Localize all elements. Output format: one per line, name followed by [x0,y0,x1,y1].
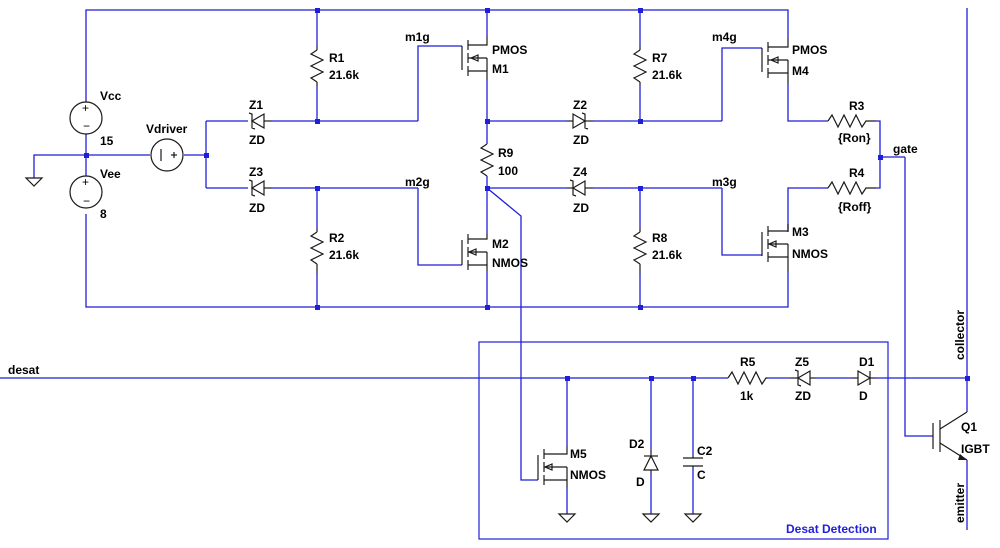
mosfet-m4[interactable] [761,38,789,84]
vee-name: Vee [100,167,121,181]
r3-name: R3 [849,99,865,113]
ground-symbols [24,177,703,523]
d2-value: D [636,475,645,489]
resistor-r3[interactable] [827,113,876,129]
r5-value: 1k [740,389,754,403]
vdriver-source[interactable] [150,138,184,172]
r2-value: 21.6k [329,248,359,262]
r8-value: 21.6k [652,248,682,262]
mosfet-m1[interactable] [461,36,488,80]
vcc-name: Vcc [100,89,122,103]
r7-name: R7 [652,51,668,65]
r8-name: R8 [652,231,668,245]
svg-text:+: + [82,175,89,189]
q1-value: IGBT [961,442,990,456]
desat-detection-label: Desat Detection [786,522,877,536]
m1-name: M1 [492,62,509,76]
z1-value: ZD [249,133,265,147]
r7-value: 21.6k [652,68,682,82]
zener-z3[interactable] [248,179,272,197]
d2-name: D2 [629,437,645,451]
zener-z4[interactable] [567,179,593,197]
diode-d2[interactable] [643,450,659,474]
net-m2g: m2g [405,175,430,189]
net-desat: desat [8,363,39,377]
svg-text:−: − [83,194,90,208]
r1-value: 21.6k [329,68,359,82]
r9-value: 100 [498,164,518,178]
desat-detection-box [478,341,889,540]
igbt-q1[interactable] [932,411,968,461]
r4-value: {Roff} [838,200,872,214]
zener-z2[interactable] [567,112,593,130]
r3-value: {Ron} [838,131,871,145]
resistor-r7[interactable] [632,46,648,86]
vcc-source[interactable]: + − [69,100,103,135]
svg-text:−: − [83,119,90,133]
resistor-r8[interactable] [632,228,648,274]
net-collector: collector [953,310,967,360]
z5-name: Z5 [795,355,809,369]
mosfet-m2[interactable] [461,233,488,271]
vcc-value: 15 [100,134,114,148]
z2-value: ZD [573,133,589,147]
m3-type: NMOS [792,247,828,261]
r4-name: R4 [849,166,865,180]
r9-name: R9 [498,146,514,160]
q1-name: Q1 [961,420,977,434]
m2-type: NMOS [492,256,528,270]
z3-name: Z3 [249,165,263,179]
net-m1g: m1g [405,30,430,44]
junction-dots [84,8,970,381]
c2-value: C [697,468,706,482]
z2-name: Z2 [573,98,587,112]
m4-type: PMOS [792,43,827,57]
c2-name: C2 [697,444,713,458]
svg-text:+: + [82,101,89,115]
r1-name: R1 [329,51,345,65]
z4-value: ZD [573,201,589,215]
resistor-r5[interactable] [727,370,768,386]
zener-z5[interactable] [790,369,816,387]
z5-value: ZD [795,389,811,403]
resistor-r4[interactable] [827,180,876,196]
resistor-r2[interactable] [309,228,325,274]
m1-type: PMOS [492,43,527,57]
capacitor-c2[interactable] [683,456,703,468]
z4-name: Z4 [573,165,587,179]
z3-value: ZD [249,201,265,215]
wires [0,8,968,530]
resistor-r1[interactable] [309,46,325,86]
m3-name: M3 [792,225,809,239]
net-m3g: m3g [712,175,737,189]
vdriver-name: Vdriver [146,122,188,136]
net-gate: gate [893,142,918,156]
d1-name: D1 [859,355,875,369]
mosfet-m5[interactable] [537,446,568,488]
zener-z1[interactable] [248,112,272,130]
d1-value: D [859,389,868,403]
net-emitter: emitter [953,483,967,523]
m2-name: M2 [492,237,509,251]
z1-name: Z1 [249,98,263,112]
r2-name: R2 [329,231,345,245]
m5-type: NMOS [570,468,606,482]
mosfet-m3[interactable] [761,224,789,272]
r5-name: R5 [740,355,756,369]
vee-source[interactable]: + − [69,175,103,209]
resistor-r9[interactable] [479,143,495,177]
m5-name: M5 [570,447,587,461]
m4-name: M4 [792,64,809,78]
diode-d1[interactable] [852,369,876,387]
net-m4g: m4g [712,30,737,44]
vee-value: 8 [100,207,107,221]
